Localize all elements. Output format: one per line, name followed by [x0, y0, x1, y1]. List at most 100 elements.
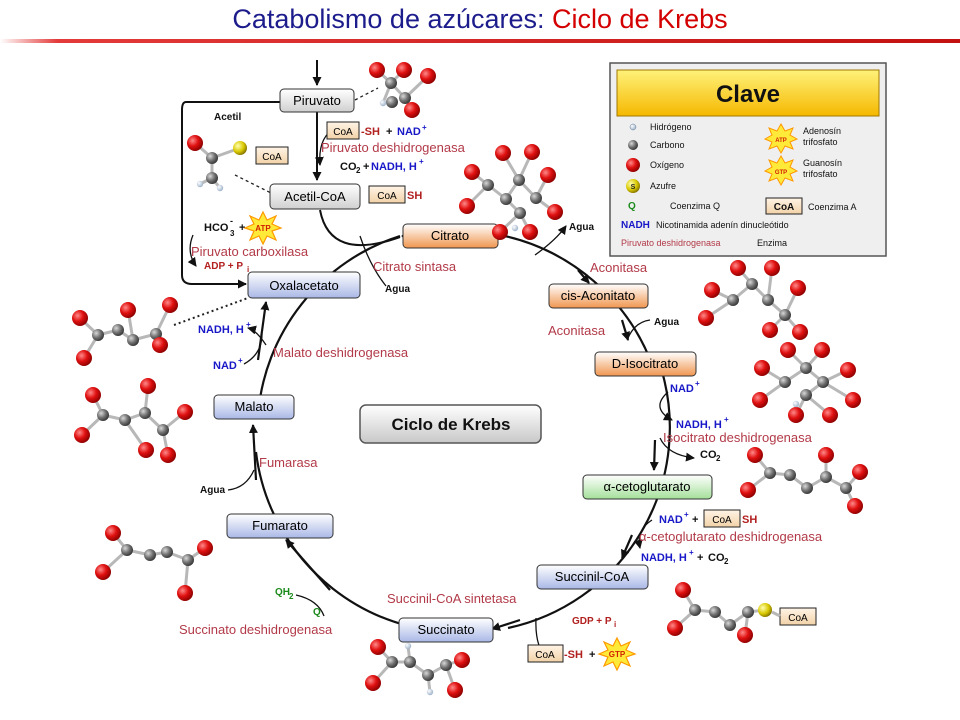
carbon-atom — [139, 407, 151, 419]
sub-2: 2 — [356, 166, 361, 175]
oxygen-atom — [790, 280, 806, 296]
carbon-atom — [161, 546, 173, 558]
oxygen-atom — [675, 582, 691, 598]
cofactor-coa-scs: CoA — [527, 644, 564, 663]
oxygen-atom — [187, 135, 203, 151]
carbon-atom — [386, 656, 398, 668]
box-malato: Malato — [213, 394, 295, 420]
carbon-atom — [530, 192, 542, 204]
legend-trifosfato-2: trifosfato — [803, 169, 838, 179]
carbon-atom — [150, 328, 162, 340]
legend-enzima: Enzima — [757, 238, 787, 248]
hydrogen-atom — [426, 688, 434, 696]
oxygen-atom — [845, 392, 861, 408]
carbon-atom — [762, 294, 774, 306]
box-fumarato: Fumarato — [226, 513, 334, 539]
molecule-akg — [740, 447, 868, 514]
title-part1: Catabolismo de azúcares: — [232, 4, 553, 34]
sup-plus: + — [422, 123, 427, 132]
sup-plus: + — [689, 548, 694, 557]
oxygen-atom — [852, 464, 868, 480]
oxygen-atom — [792, 324, 808, 340]
legend-panel: Clave Hidrógeno Carbono Oxígeno S Azufre… — [609, 62, 887, 257]
carbon-atom — [746, 278, 758, 290]
sub-i: i — [247, 265, 249, 274]
oxygen-atom — [704, 282, 720, 298]
hydrogen-atom — [196, 180, 204, 188]
molecule-pyruvate — [369, 62, 436, 118]
carbon-atom — [514, 207, 526, 219]
cycle-arc-right — [499, 233, 655, 368]
co2-text: CO — [708, 552, 725, 564]
oxygen-atom — [447, 682, 463, 698]
label-acetilcoa: Acetil-CoA — [284, 189, 346, 204]
enzyme-citrato-sintasa: Citrato sintasa — [373, 259, 457, 274]
agua-citrato: Agua — [385, 284, 410, 295]
molecule-oxaloacetate — [72, 297, 178, 366]
oxygen-atom — [152, 337, 168, 353]
cofactor-coa-acetyl: CoA — [255, 146, 289, 165]
carbon-atom — [840, 482, 852, 494]
legend-nadh: NADH — [621, 220, 650, 231]
legend-coenzima-a: Coenzima A — [808, 202, 857, 212]
plus-text: + — [692, 514, 698, 526]
label-piruvato: Piruvato — [293, 93, 341, 108]
page-title: Catabolismo de azúcares: Ciclo de Krebs — [0, 4, 960, 35]
oxygen-atom — [74, 427, 90, 443]
nad-text: NAD — [659, 514, 683, 526]
oxygen-atom — [420, 68, 436, 84]
carbon-atom — [800, 362, 812, 374]
legend-carbon-icon — [628, 140, 638, 150]
carbon-atom — [127, 334, 139, 346]
carbon-atom — [92, 329, 104, 341]
label-malato: Malato — [234, 399, 273, 414]
coa-text: CoA — [535, 650, 555, 661]
carbon-atom — [482, 179, 494, 191]
box-acetoglutarato: α-cetoglutarato — [582, 474, 713, 500]
oxygen-atom — [138, 442, 154, 458]
label-citrato: Citrato — [431, 228, 469, 243]
enzyme-malato-deshidrogenasa: Malato deshidrogenasa — [273, 345, 409, 360]
qh2-text: QH — [275, 587, 290, 598]
hydrogen-atom — [404, 642, 412, 650]
oxygen-atom — [847, 498, 863, 514]
sup-minus: - — [230, 216, 233, 226]
carbon-atom — [119, 414, 131, 426]
enzyme-piruvato-deshidrogenasa: Piruvato deshidrogenasa — [321, 140, 466, 155]
legend-gtp-icon: GTP — [763, 154, 799, 187]
sulfur-atom — [233, 141, 247, 155]
legend-hidrogeno: Hidrógeno — [650, 122, 692, 132]
box-piruvato: Piruvato — [279, 88, 355, 113]
box-disocitrato: D-Isocitrato — [594, 351, 697, 377]
oxygen-atom — [105, 525, 121, 541]
acetil-label: Acetil — [214, 112, 241, 123]
legend-coa: CoA — [774, 202, 795, 213]
oxygen-atom — [754, 360, 770, 376]
oxygen-atom — [396, 62, 412, 78]
legend-atp-icon: ATP — [763, 122, 799, 155]
carbon-atom — [206, 152, 218, 164]
center-label: Ciclo de Krebs — [391, 415, 510, 434]
carbon-atom — [742, 606, 754, 618]
carbon-atom — [800, 389, 812, 401]
carbon-atom — [784, 469, 796, 481]
legend-coa-icon: CoA — [765, 197, 803, 215]
center-label-box: Ciclo de Krebs — [359, 404, 542, 444]
oxygen-atom — [822, 407, 838, 423]
nad-text: NAD — [670, 383, 694, 395]
carbon-atom — [182, 554, 194, 566]
oxygen-atom — [365, 675, 381, 691]
carbon-atom — [157, 424, 169, 436]
oxygen-atom — [459, 198, 475, 214]
sup-plus: + — [419, 157, 424, 166]
sup-plus: + — [684, 510, 689, 519]
cofactor-coa-acetilcoa: CoA — [368, 185, 406, 204]
enzyme-acetoglutarato-deshidrogenasa: α-cetoglutarato deshidrogenasa — [639, 529, 823, 544]
title-part2: Ciclo de Krebs — [552, 4, 728, 34]
oxygen-atom — [540, 167, 556, 183]
enzyme-fumarasa: Fumarasa — [259, 455, 318, 470]
oxygen-atom — [764, 260, 780, 276]
carbon-atom — [779, 309, 791, 321]
legend-oxigeno: Oxígeno — [650, 160, 684, 170]
